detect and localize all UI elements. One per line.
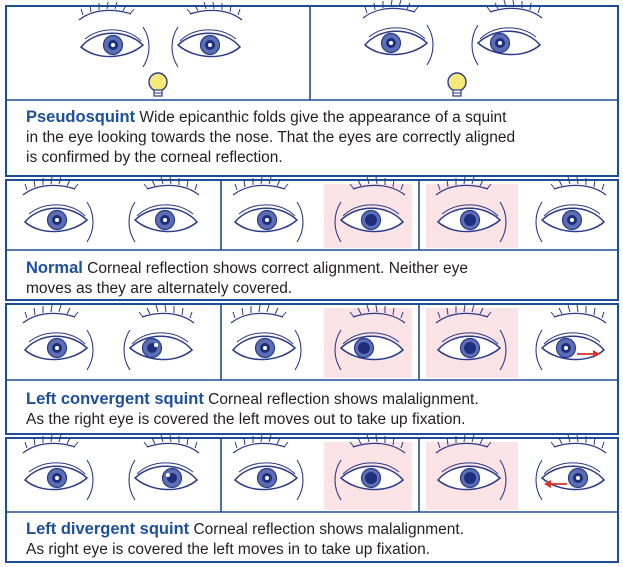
eye-icon [23, 177, 93, 242]
eye-iris [256, 339, 275, 358]
eye-iris [355, 339, 374, 358]
caption-text: Corneal reflection shows malalignment. [189, 521, 464, 538]
eye-icon [233, 177, 303, 242]
caption-text: As the right eye is covered the left mov… [26, 410, 616, 430]
eye-icon [472, 0, 542, 65]
eye-iris [48, 469, 67, 488]
normal-eyes [23, 177, 606, 248]
caption-divergent: Left divergent squint Corneal reflection… [26, 519, 616, 560]
caption-text: moves as they are alternately covered. [26, 279, 616, 299]
caption-text: Corneal reflection shows malalignment. [204, 391, 479, 408]
eye-iris [362, 469, 381, 488]
caption-pseudosquint: Pseudosquint Wide epicanthic folds give … [26, 107, 616, 168]
eye-iris [569, 469, 588, 488]
eye-icon [23, 305, 93, 370]
caption-text: Corneal reflection shows correct alignme… [83, 260, 468, 277]
eye-icon [129, 177, 199, 242]
divergent-eyes [23, 435, 606, 510]
eye-icon [79, 2, 149, 67]
eye-iris [258, 469, 277, 488]
eye-iris [382, 34, 401, 53]
eye-icon [231, 305, 301, 370]
caption-normal: Normal Corneal reflection shows correct … [26, 258, 616, 299]
caption-convergent: Left convergent squint Corneal reflectio… [26, 389, 616, 430]
eye-icon [129, 435, 199, 500]
eye-iris [461, 211, 480, 230]
eye-icon [536, 305, 606, 370]
caption-title: Normal [26, 259, 83, 277]
caption-text: Wide epicanthic folds give the appearanc… [135, 109, 506, 126]
eye-iris [48, 339, 67, 358]
convergent-eyes [23, 305, 606, 378]
eye-iris [156, 211, 175, 230]
eye-iris-deviated [163, 469, 182, 488]
eye-icon [536, 177, 606, 242]
eye-iris [48, 211, 67, 230]
eye-iris [491, 34, 510, 53]
eye-iris [461, 469, 480, 488]
caption-text: is confirmed by the corneal reflection. [26, 148, 616, 168]
eye-iris [201, 36, 220, 55]
eye-icon [233, 435, 303, 500]
caption-text: in the eye looking towards the nose. Tha… [26, 128, 616, 148]
caption-title: Pseudosquint [26, 108, 135, 126]
caption-title: Left convergent squint [26, 390, 204, 408]
eye-icon [124, 305, 194, 370]
eye-icon [536, 435, 606, 500]
eye-icon [363, 0, 433, 65]
eye-iris [557, 339, 576, 358]
pseudosquint-left-pair [79, 2, 242, 96]
eye-icon [23, 435, 93, 500]
eye-iris [461, 339, 480, 358]
light-bulb-icon [448, 73, 466, 96]
eye-icon [172, 2, 242, 67]
eye-iris [362, 211, 381, 230]
pseudosquint-right-pair [363, 0, 542, 96]
eye-iris [104, 36, 123, 55]
eye-iris-deviated [143, 339, 162, 358]
eye-iris [563, 211, 582, 230]
caption-text: As right eye is covered the left moves i… [26, 540, 616, 560]
caption-title: Left divergent squint [26, 520, 189, 538]
eye-iris [258, 211, 277, 230]
light-bulb-icon [149, 73, 167, 96]
